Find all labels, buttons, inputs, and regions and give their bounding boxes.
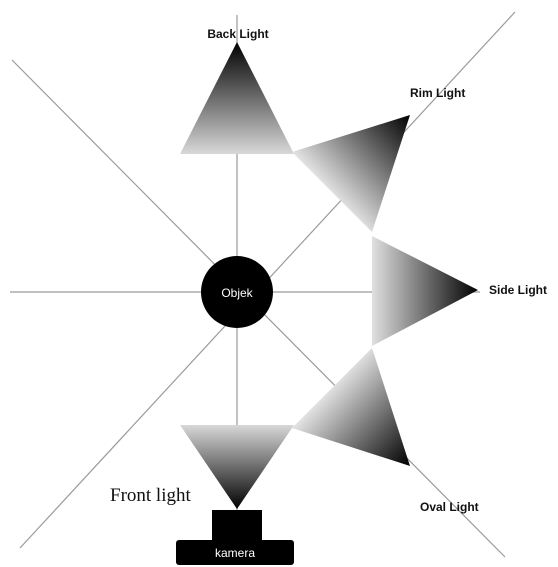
oval-light-label: Oval Light	[420, 500, 479, 514]
object-circle	[201, 256, 273, 328]
camera-label: kamera	[215, 546, 255, 560]
rim-light-label: Rim Light	[410, 86, 465, 100]
rim-light-cone	[292, 115, 410, 232]
front-light-cone	[180, 425, 294, 509]
side-light-label: Side Light	[489, 283, 547, 297]
oval-light-cone	[292, 348, 410, 466]
side-light-cone	[372, 236, 478, 346]
front-light-label: Front light	[110, 485, 191, 506]
back-light-cone	[180, 42, 294, 154]
camera-body-top	[212, 510, 262, 540]
camera-body-base	[176, 540, 294, 565]
object-label: Objek	[221, 286, 253, 300]
back-light-label: Back Light	[207, 27, 268, 41]
